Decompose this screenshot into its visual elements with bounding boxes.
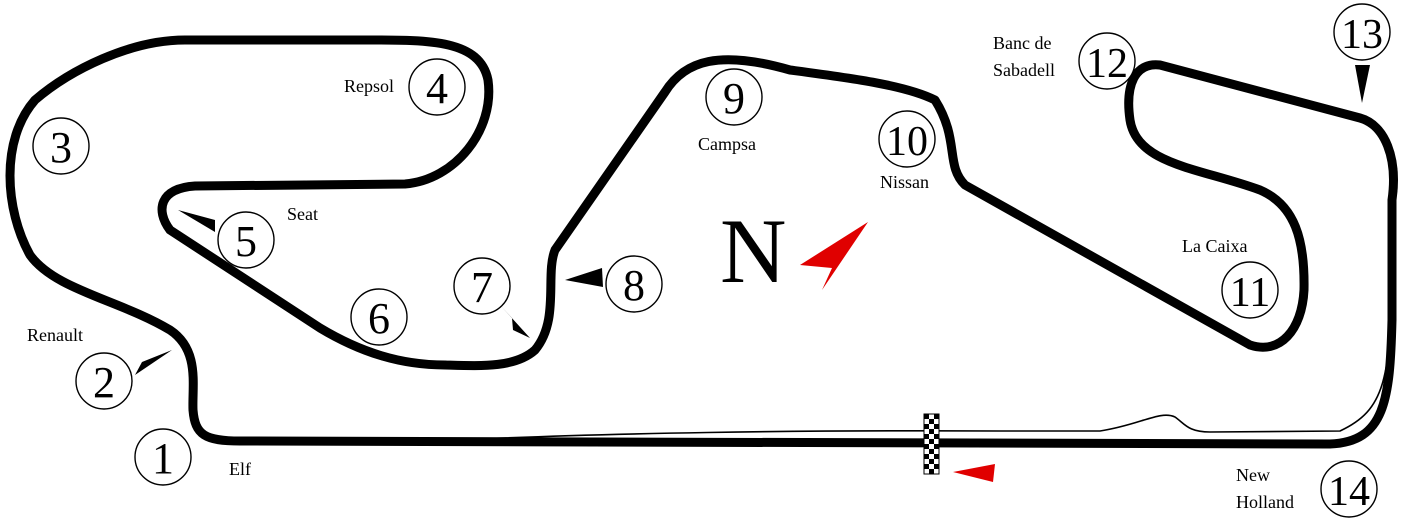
turn-number: 6 [368, 294, 390, 343]
checkered-square [924, 434, 929, 439]
corner-name: Nissan [880, 172, 929, 192]
turn-number: 9 [723, 74, 745, 123]
turn-number: 12 [1086, 41, 1128, 87]
red-arrow-icon [953, 464, 995, 482]
north-arrow-icon [800, 222, 868, 290]
corner-name: Elf [229, 459, 251, 479]
checkered-square [929, 429, 934, 434]
checkered-flag-icon [923, 413, 940, 475]
corner-name: Campsa [698, 134, 756, 154]
turn-pointer-icon [1355, 65, 1370, 103]
checkered-square [934, 424, 939, 429]
turn-circle [1221, 261, 1279, 319]
checkered-square [924, 414, 929, 419]
turn-circle [134, 428, 192, 486]
corner-name: Holland [1236, 492, 1294, 512]
checkered-square [929, 469, 934, 474]
turn-number: 10 [886, 119, 928, 165]
turn-number: 11 [1230, 270, 1270, 316]
turn-number: 4 [426, 64, 448, 113]
turn-circle [75, 352, 133, 410]
checkered-square [934, 464, 939, 469]
turn-circle [605, 255, 663, 313]
turn-pointer-icon [565, 268, 603, 287]
checkered-square [924, 464, 929, 469]
turn-number: 2 [93, 358, 115, 407]
turn-circle [350, 288, 408, 346]
turn-circle [1078, 32, 1136, 90]
turn-circle [878, 110, 936, 168]
turn-number: 13 [1341, 12, 1383, 58]
checkered-square [934, 444, 939, 449]
checkered-square [929, 439, 934, 444]
turn-circle [217, 211, 275, 269]
turn-circle [453, 257, 511, 315]
turn-circle [1320, 460, 1378, 518]
turn-number: 1 [152, 434, 174, 483]
turn-number: 14 [1328, 469, 1370, 515]
turn-pointer-icon [135, 350, 172, 375]
checkered-square [929, 449, 934, 454]
checkered-square [929, 419, 934, 424]
corner-name: Renault [27, 325, 83, 345]
checkered-square [924, 454, 929, 459]
corner-name: Repsol [344, 76, 394, 96]
turn-circle [32, 117, 90, 175]
corner-name: Seat [287, 204, 318, 224]
turn-pointer-icon [178, 210, 215, 232]
pit-lane [289, 269, 1394, 442]
turn-pointer-icon [500, 305, 530, 338]
compass-letter: N [720, 200, 786, 302]
checkered-square [929, 459, 934, 464]
turn-number: 8 [623, 261, 645, 310]
checkered-square [934, 454, 939, 459]
turn-circle [1333, 3, 1391, 61]
checkered-square [924, 444, 929, 449]
checkered-square [934, 414, 939, 419]
corner-name: Banc de [993, 33, 1051, 53]
corner-name: La Caixa [1182, 236, 1247, 256]
corner-name: Sabadell [993, 60, 1055, 80]
turn-circle [408, 58, 466, 116]
turn-number: 3 [50, 123, 72, 172]
turn-circle [705, 68, 763, 126]
turn-number: 5 [235, 217, 257, 266]
corner-name: New [1236, 465, 1270, 485]
track-outline [5, 35, 1398, 449]
checkered-square [924, 424, 929, 429]
checkered-square [934, 434, 939, 439]
turn-number: 7 [471, 263, 493, 312]
